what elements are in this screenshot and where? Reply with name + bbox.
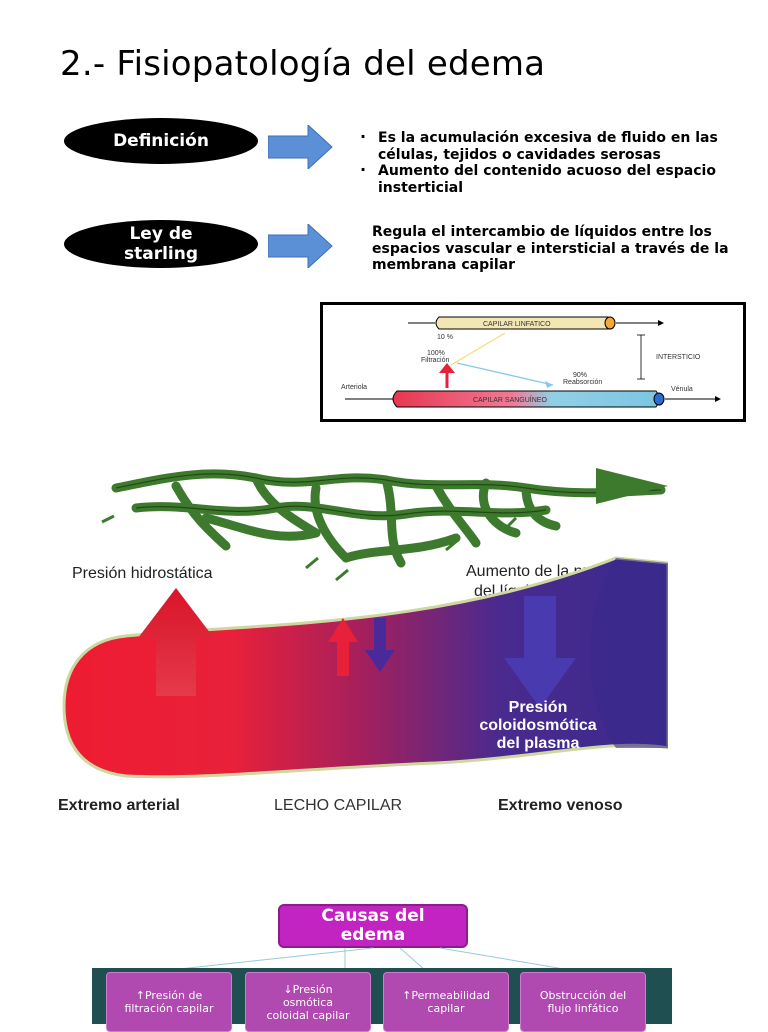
cause-item-1-line1: ↑Presión de (135, 989, 203, 1002)
causes-title-box: Causas del edema (278, 904, 468, 948)
starling-label-line1: Ley de (129, 224, 193, 244)
definition-oval: Definición (64, 118, 258, 164)
oncotic-label-2: coloidosmótica (479, 717, 596, 734)
venous-end-label: Extremo venoso (498, 797, 623, 814)
cause-item-3: ↑Permeabilidad capilar (383, 972, 509, 1032)
capillary-bed-illustration: Presión hidrostática Aumento de la presi… (56, 458, 670, 820)
arterial-end-label: Extremo arterial (58, 797, 180, 814)
definition-bullets: Es la acumulación excesiva de fluido en … (358, 129, 718, 196)
starling-label-line2: starling (123, 244, 199, 264)
pct90-label: 90% (573, 372, 587, 379)
filtration-label: Filtración (421, 357, 450, 364)
cause-item-1-line2: filtración capilar (124, 1002, 214, 1015)
causes-connectors (169, 947, 571, 971)
cause-item-3-line1: ↑Permeabilidad (402, 989, 490, 1002)
right-arrow-icon (268, 224, 333, 268)
capillary-bed-label: LECHO CAPILAR (274, 797, 402, 814)
definition-bullet-2: Aumento del contenido acuoso del espacio… (358, 162, 718, 196)
pct10-label: 10 % (437, 334, 453, 341)
definition-bullet-1: Es la acumulación excesiva de fluido en … (358, 129, 718, 163)
arteriole-label: Arteriola (341, 384, 367, 391)
cause-item-4: Obstrucción del flujo linfático (520, 972, 646, 1032)
causes-title-line1: Causas del (321, 906, 425, 926)
cause-item-2: ↓Presión osmótica coloidal capilar (245, 972, 371, 1032)
starling-description: Regula el intercambio de líquidos entre … (372, 224, 729, 273)
reabsorption-label: Reabsorción (563, 379, 602, 386)
cause-item-1: ↑Presión de filtración capilar (106, 972, 232, 1032)
oncotic-label-3: del plasma (497, 735, 580, 752)
cause-item-2-line1: ↓Presión (283, 982, 333, 996)
oncotic-label-1: Presión (509, 699, 568, 716)
right-arrow-icon (268, 125, 333, 169)
definition-label: Definición (113, 131, 209, 151)
cause-item-2-line2: osmótica (282, 995, 334, 1009)
cause-item-3-line2: capilar (427, 1002, 465, 1015)
causes-title-line2: edema (340, 925, 406, 945)
pct100-label: 100% (427, 350, 445, 357)
hydrostatic-label: Presión hidrostática (72, 565, 213, 582)
cause-item-4-line2: flujo linfático (547, 1002, 619, 1015)
blood-capillary-label: CAPILAR SANGUÍNEO (473, 395, 547, 404)
venule-label: Vénula (671, 386, 693, 393)
page-title: 2.- Fisiopatología del edema (60, 44, 546, 84)
starling-oval: Ley de starling (64, 220, 258, 268)
cause-item-2-line3: coloidal capilar (266, 1008, 350, 1022)
lymph-capillary-label: CAPILAR LINFATICO (483, 321, 551, 328)
cause-item-4-line1: Obstrucción del (539, 989, 627, 1002)
starling-diagram: CAPILAR LINFATICO 10 % 100% Filtración 9… (320, 302, 746, 422)
interstitium-label: INTERSTICIO (656, 354, 701, 361)
